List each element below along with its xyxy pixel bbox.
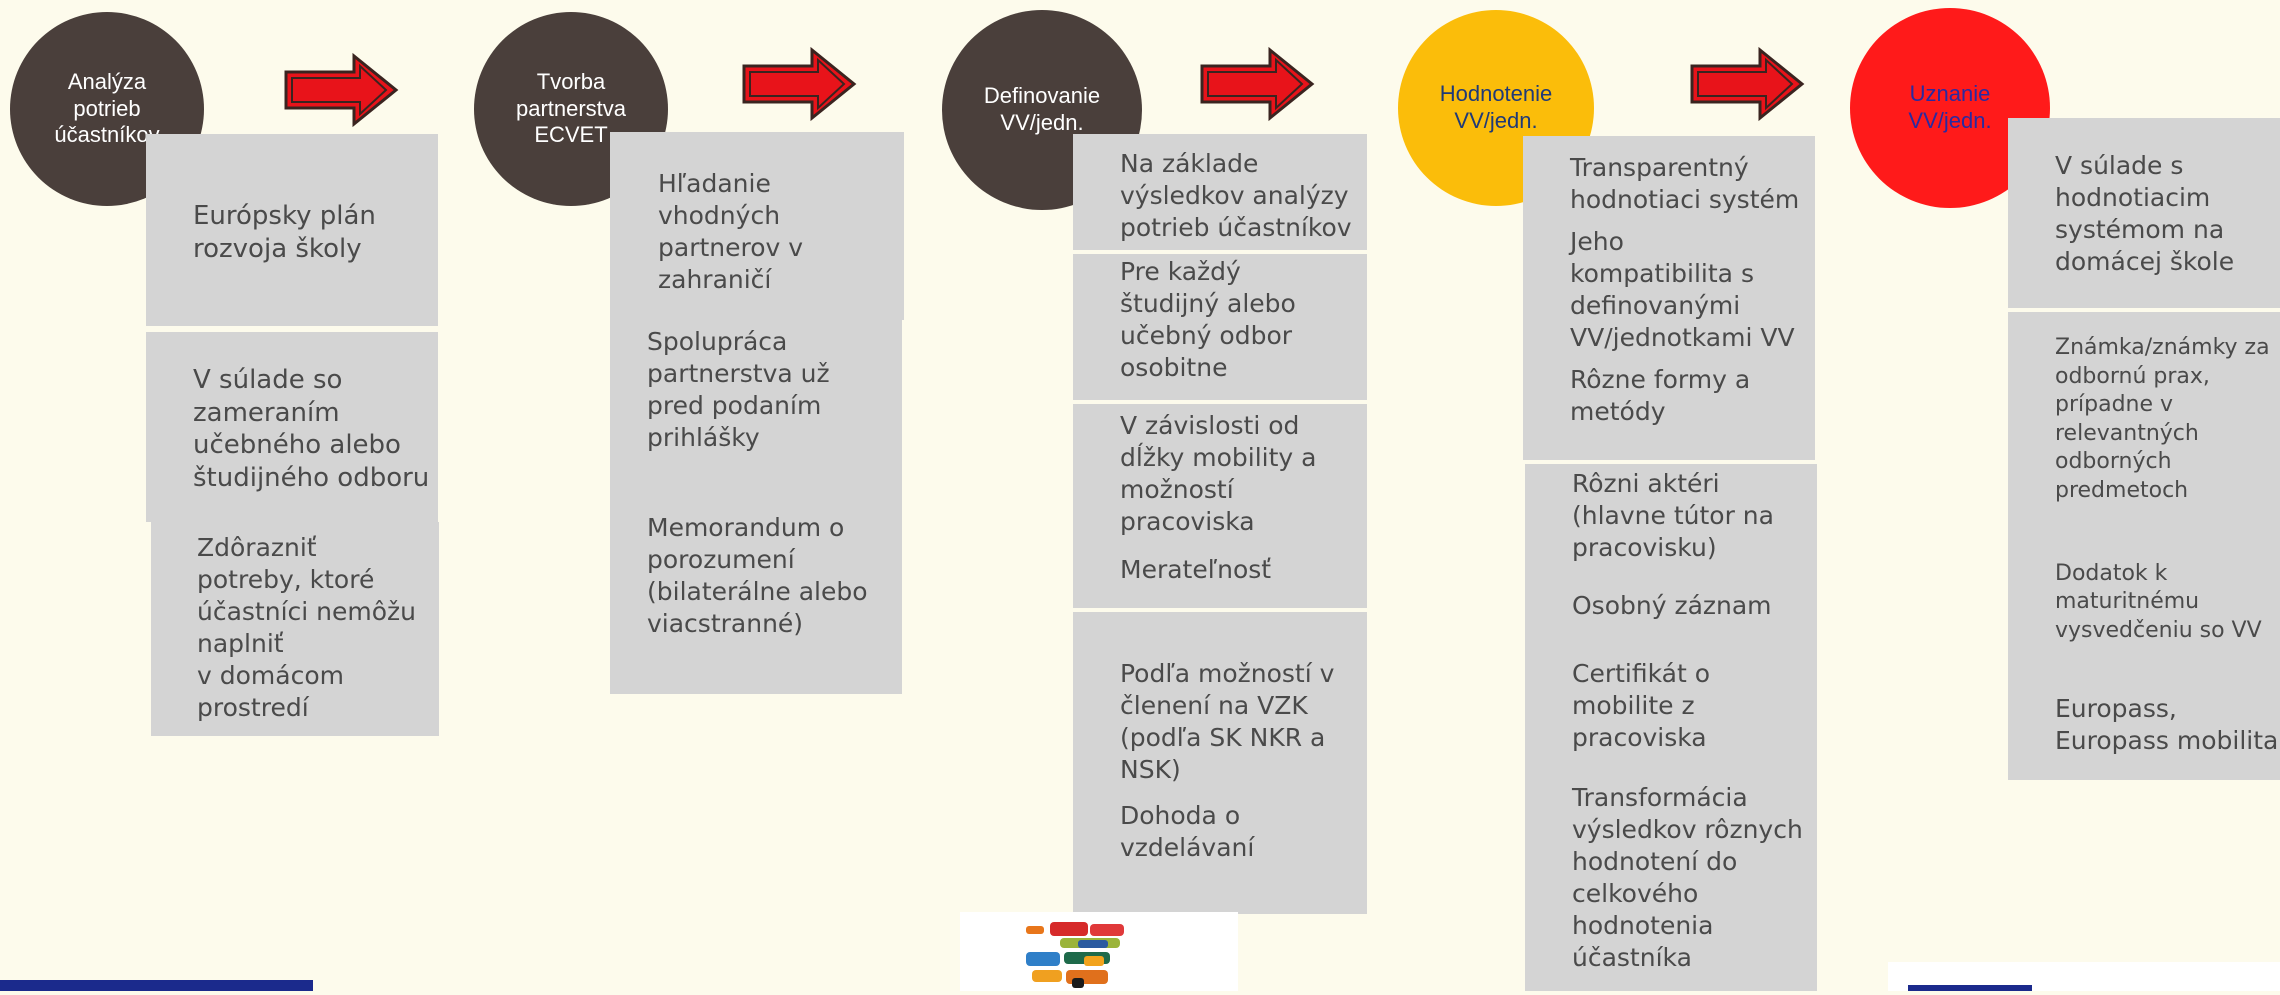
arrow-right-icon <box>284 52 399 128</box>
col1-box-needs: Zdôrazniť potreby, ktoré účastníci nemôž… <box>151 522 439 736</box>
col5-box-documents: Známka/známky za odbornú prax, prípadne … <box>2008 312 2280 780</box>
col4-text: Certifikát o mobilite z pracoviska <box>1572 659 1711 752</box>
col2-text: Spolupráca partnerstva už pred podaním p… <box>647 327 830 452</box>
col3-text: Pre každý študijný alebo učebný odbor os… <box>1120 257 1296 382</box>
col4-text: Osobný záznam <box>1572 591 1772 620</box>
col1-box-school-plan: Európsky plán rozvoja školy <box>146 134 438 326</box>
col3-text: Na základe výsledkov analýzy potrieb úča… <box>1120 149 1352 242</box>
col1-text: Európsky plán rozvoja školy <box>193 201 376 264</box>
col5-text: Europass, Europass mobilita <box>2055 694 2279 756</box>
col4-box-transparent-system: Transparentný hodnotiaci systém Jeho kom… <box>1523 136 1815 460</box>
step-circle-needs-analysis: Analýza potrieb účastníkov <box>10 12 204 206</box>
col4-text: Rôzne formy a metódy <box>1570 365 1751 426</box>
col4-text: Transformácia výsledkov rôznych hodnoten… <box>1572 783 1803 972</box>
col4-text: Transparentný hodnotiaci systém <box>1570 153 1800 214</box>
col5-text: Známka/známky za odbornú prax, prípadne … <box>2055 335 2270 503</box>
col5-text: Dodatok k maturitnému vysvedčeniu so VV <box>2055 560 2262 643</box>
col3-text: Podľa možností v členení na VZK (podľa S… <box>1120 659 1335 784</box>
col4-box-actors: Rôzni aktéri (hlavne tútor na pracovisku… <box>1525 464 1817 991</box>
col5-box-compliance: V súlade s hodnotiacim systémom na domác… <box>2008 118 2280 308</box>
col4-text: Rôzni aktéri (hlavne tútor na pracovisku… <box>1572 469 1774 562</box>
col3-box-agreement: Podľa možností v členení na VZK (podľa S… <box>1073 612 1367 914</box>
col2-box-memorandum: Memorandum o porozumení (bilaterálne ale… <box>610 502 902 694</box>
col2-box-partner-search: Hľadanie vhodných partnerov v zahraničí <box>610 132 904 320</box>
col3-box-each-field: Pre každý študijný alebo učebný odbor os… <box>1073 254 1367 400</box>
col1-text: V súlade so zameraním učebného alebo štu… <box>193 365 430 493</box>
col3-text: V závislosti od dĺžky mobility a možnost… <box>1120 411 1317 536</box>
col2-text: Hľadanie vhodných partnerov v zahraničí <box>658 169 804 294</box>
col2-text: Memorandum o porozumení (bilaterálne ale… <box>647 513 868 638</box>
arrow-right-icon <box>742 46 857 122</box>
col4-text: Jeho kompatibilita s definovanými VV/jed… <box>1570 227 1795 352</box>
col1-box-field-focus: V súlade so zameraním učebného alebo štu… <box>146 332 438 522</box>
col2-box-cooperation: Spolupráca partnerstva už pred podaním p… <box>610 316 902 502</box>
colorful-mosaic-logo-icon <box>1026 922 1124 988</box>
step-circle-assessment: Hodnotenie VV/jedn. <box>1398 10 1594 206</box>
eu-logo-bar <box>0 980 313 991</box>
col5-text: V súlade s hodnotiacim systémom na domác… <box>2055 151 2235 276</box>
partner-logo-bar <box>1908 985 2032 991</box>
arrow-right-icon <box>1690 46 1805 122</box>
col3-box-analysis-based: Na základe výsledkov analýzy potrieb úča… <box>1073 134 1367 250</box>
col3-box-duration: V závislosti od dĺžky mobility a možnost… <box>1073 404 1367 608</box>
program-logo <box>960 912 1238 991</box>
arrow-right-icon <box>1200 46 1315 122</box>
col3-text: Merateľnosť <box>1120 555 1272 584</box>
col1-text: Zdôrazniť potreby, ktoré účastníci nemôž… <box>197 533 417 722</box>
col3-text: Dohoda o vzdelávaní <box>1120 801 1255 862</box>
